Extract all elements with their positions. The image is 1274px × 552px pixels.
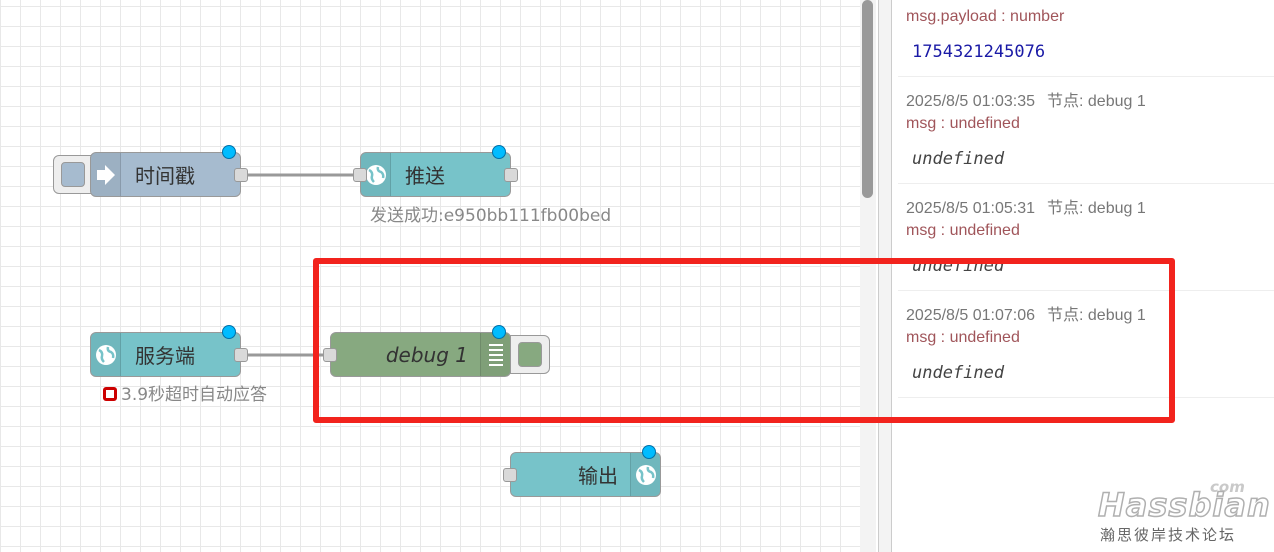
message-type: msg : undefined bbox=[906, 115, 1020, 132]
globe-icon bbox=[91, 333, 121, 376]
message-value[interactable]: undefined bbox=[912, 363, 1005, 383]
canvas-scrollbar-thumb[interactable] bbox=[862, 0, 873, 198]
debug-message: msg.payload : number 1754321245076 bbox=[898, 0, 1274, 77]
server-output-port[interactable] bbox=[234, 348, 248, 362]
push-input-port[interactable] bbox=[353, 168, 367, 182]
message-meta: 2025/8/5 01:03:35 节点: debug 1 bbox=[906, 77, 1274, 110]
changed-indicator bbox=[222, 145, 236, 159]
message-type: msg.payload : number bbox=[906, 8, 1065, 25]
debug-message-list: msg.payload : number 1754321245076 2025/… bbox=[898, 0, 1274, 398]
changed-indicator bbox=[492, 145, 506, 159]
list-icon bbox=[480, 333, 510, 376]
watermark-brand: Hassbian bbox=[1097, 485, 1271, 525]
output-input-port[interactable] bbox=[503, 468, 517, 482]
debug-node-label: debug 1 bbox=[385, 342, 468, 367]
debug-message: 2025/8/5 01:07:06 节点: debug 1 msg : undef… bbox=[898, 291, 1274, 398]
message-value[interactable]: 1754321245076 bbox=[912, 42, 1046, 62]
message-timestamp: 2025/8/5 01:03:35 bbox=[906, 93, 1036, 110]
watermark: com Hassbian 瀚思彼岸技术论坛 bbox=[1097, 478, 1270, 548]
message-node-link[interactable]: 节点: debug 1 bbox=[1047, 200, 1146, 217]
debug-node[interactable]: debug 1 bbox=[323, 325, 511, 377]
arrow-in-icon bbox=[91, 153, 121, 196]
wires-layer bbox=[247, 173, 353, 357]
inject-node-label: 时间戳 bbox=[135, 164, 195, 188]
sidebar-separator[interactable] bbox=[878, 0, 892, 552]
debug-message: 2025/8/5 01:03:35 节点: debug 1 msg : undef… bbox=[898, 77, 1274, 184]
debug-toggle-button[interactable] bbox=[510, 335, 550, 374]
debug-sidebar: msg.payload : number 1754321245076 2025/… bbox=[892, 0, 1274, 552]
annotation-highlight-box bbox=[313, 258, 1175, 423]
server-node-status: 3.9秒超时自动应答 bbox=[103, 380, 267, 405]
inject-node[interactable]: 时间戳 bbox=[90, 145, 248, 197]
watermark-subtitle: 瀚思彼岸技术论坛 bbox=[1100, 526, 1237, 544]
message-value[interactable]: undefined bbox=[912, 149, 1005, 169]
output-node[interactable]: 输出 bbox=[503, 445, 661, 497]
server-node-label: 服务端 bbox=[135, 344, 195, 368]
changed-indicator bbox=[492, 325, 506, 339]
message-timestamp: 2025/8/5 01:07:06 bbox=[906, 307, 1036, 324]
message-meta: 2025/8/5 01:07:06 节点: debug 1 bbox=[906, 291, 1274, 324]
message-meta: 2025/8/5 01:05:31 节点: debug 1 bbox=[906, 184, 1274, 217]
message-node-link[interactable]: 节点: debug 1 bbox=[1047, 93, 1146, 110]
debug-message: 2025/8/5 01:05:31 节点: debug 1 msg : undef… bbox=[898, 184, 1274, 291]
message-node-link[interactable]: 节点: debug 1 bbox=[1047, 307, 1146, 324]
output-node-label: 输出 bbox=[578, 464, 618, 488]
watermark-suffix: com bbox=[1210, 478, 1245, 496]
canvas-scrollbar[interactable] bbox=[860, 0, 876, 552]
server-node[interactable]: 服务端 bbox=[90, 325, 248, 377]
inject-output-port[interactable] bbox=[234, 168, 248, 182]
push-node-label: 推送 bbox=[405, 164, 445, 188]
changed-indicator bbox=[642, 445, 656, 459]
server-status-text: 3.9秒超时自动应答 bbox=[121, 385, 268, 405]
flow-canvas[interactable]: 时间戳 推送 发送成功:e950bb111fb00bed 服务端 3.9秒超时自… bbox=[0, 0, 860, 552]
globe-icon bbox=[630, 453, 660, 496]
push-node-status: 发送成功:e950bb111fb00bed bbox=[370, 206, 612, 226]
message-type: msg : undefined bbox=[906, 222, 1020, 239]
message-type: msg : undefined bbox=[906, 329, 1020, 346]
changed-indicator bbox=[222, 325, 236, 339]
debug-input-port[interactable] bbox=[323, 348, 337, 362]
push-output-port[interactable] bbox=[504, 168, 518, 182]
inject-trigger-button[interactable] bbox=[53, 155, 93, 194]
message-timestamp: 2025/8/5 01:05:31 bbox=[906, 200, 1036, 217]
push-node[interactable]: 推送 bbox=[353, 145, 518, 197]
status-ring-icon bbox=[103, 387, 117, 401]
